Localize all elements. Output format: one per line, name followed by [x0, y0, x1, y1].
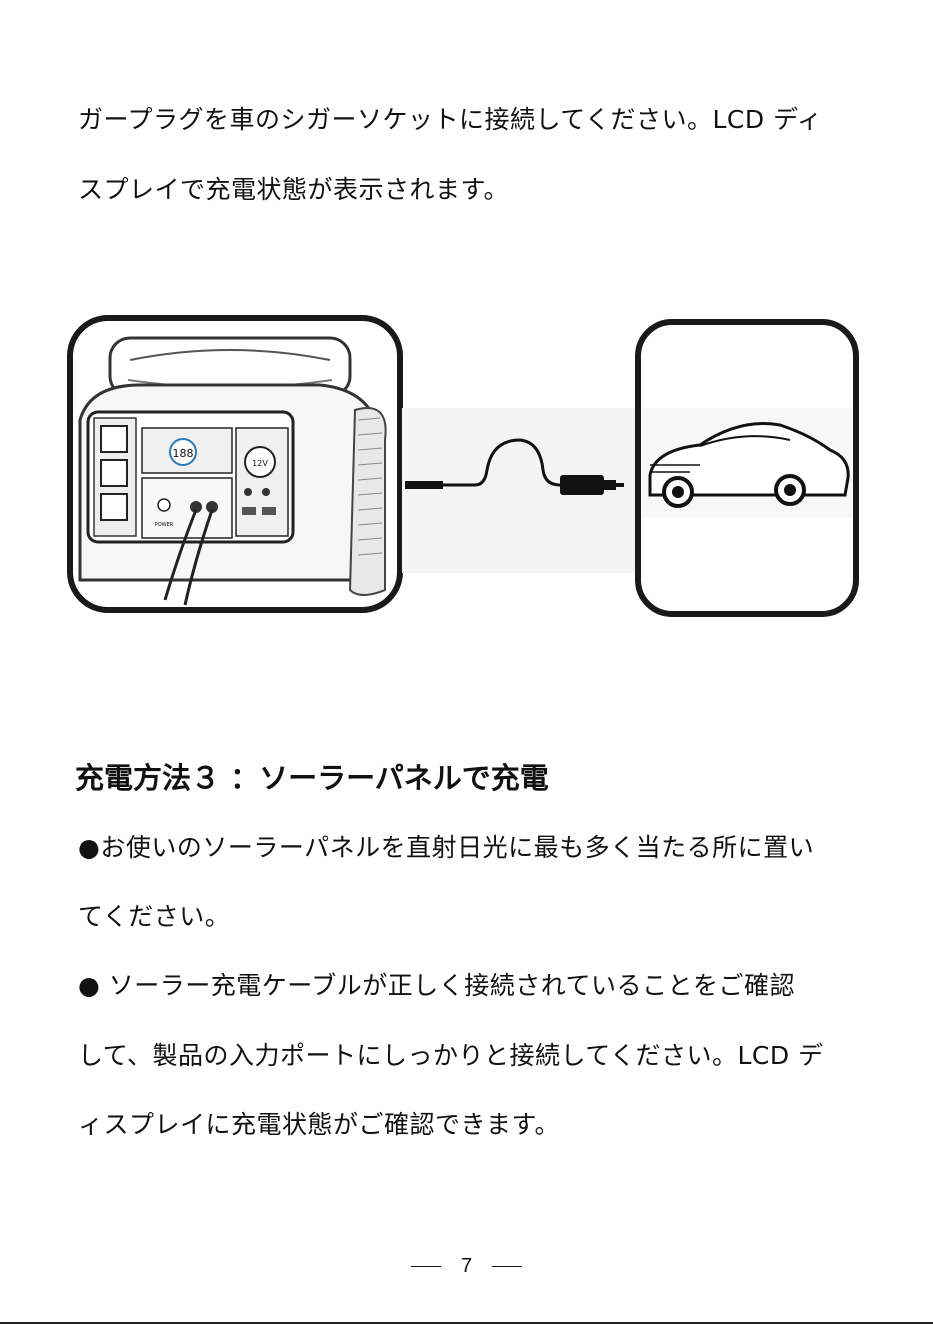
- paragraph-1-line-1: ●お使いのソーラーパネルを直射日光に最も多く当たる所に置い: [78, 828, 814, 864]
- paragraph-2-line-2: して、製品の入力ポートにしっかりと接続してください。LCD デ: [78, 1036, 824, 1072]
- car-image: [638, 322, 856, 614]
- car-charging-illustration: 188 POWER 12V: [0, 300, 933, 630]
- power-station-image: 188 POWER 12V: [70, 318, 400, 610]
- paragraph-2-line-1: ● ソーラー充電ケーブルが正しく接続されていることをご確認: [78, 966, 795, 1002]
- footer-dash-right: [492, 1266, 522, 1268]
- paragraph-1-line-2: てください。: [78, 897, 230, 933]
- footer-dash-left: [411, 1266, 441, 1268]
- paragraph-2-line-3: ィスプレイに充電状態がご確認できます。: [78, 1105, 560, 1141]
- intro-line-2: スプレイで充電状態が表示されます。: [78, 170, 509, 206]
- socket-label-text: 12V: [252, 459, 268, 468]
- power-label-text: POWER: [155, 522, 174, 528]
- page-number: 7: [461, 1255, 472, 1277]
- station-display-text: 188: [173, 447, 194, 460]
- intro-line-1: ガープラグを車のシガーソケットに接続してください。LCD ディ: [78, 100, 822, 136]
- car-charger-cable: [402, 408, 642, 573]
- section-heading: 充電方法３ ：ソーラーパネルで充電: [75, 755, 549, 797]
- page-footer: 7: [0, 1255, 933, 1278]
